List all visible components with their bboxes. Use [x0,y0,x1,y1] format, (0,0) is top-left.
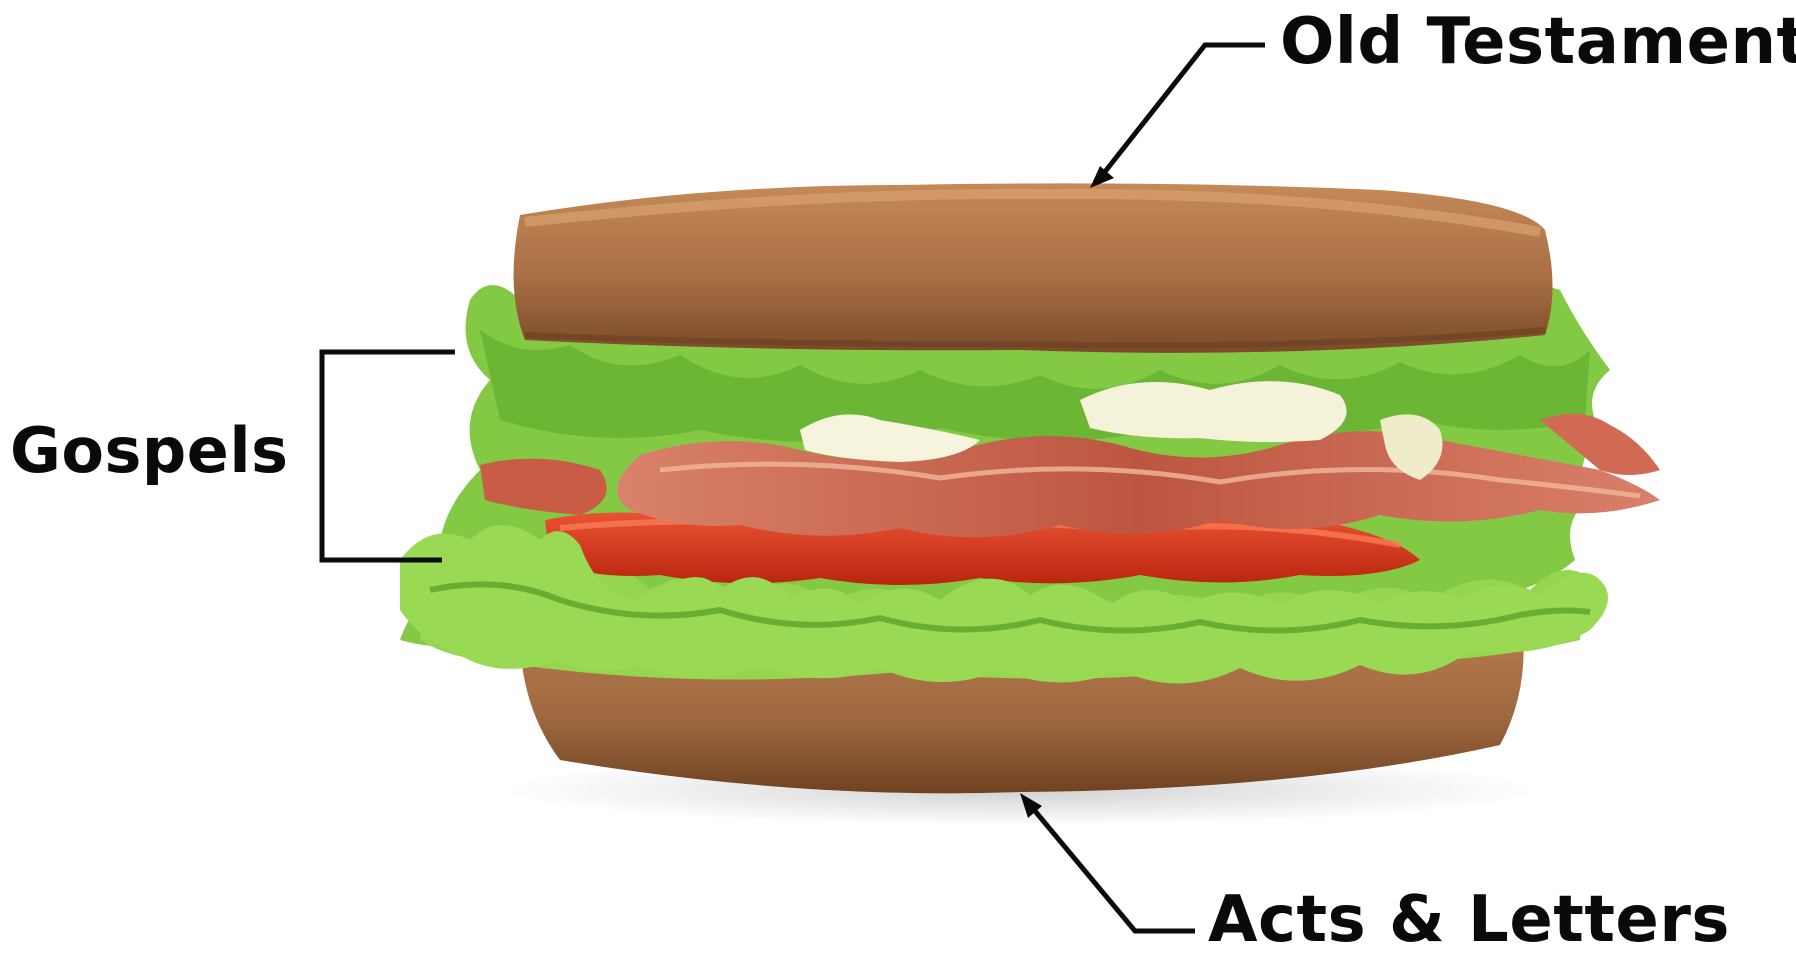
gospels-label: Gospels [10,420,288,482]
old-testament-label: Old Testament [1280,10,1796,74]
old-testament-arrow [1090,45,1265,188]
top-bread [514,183,1553,353]
gospels-bracket [322,352,455,560]
acts-letters-label: Acts & Letters [1208,888,1730,952]
